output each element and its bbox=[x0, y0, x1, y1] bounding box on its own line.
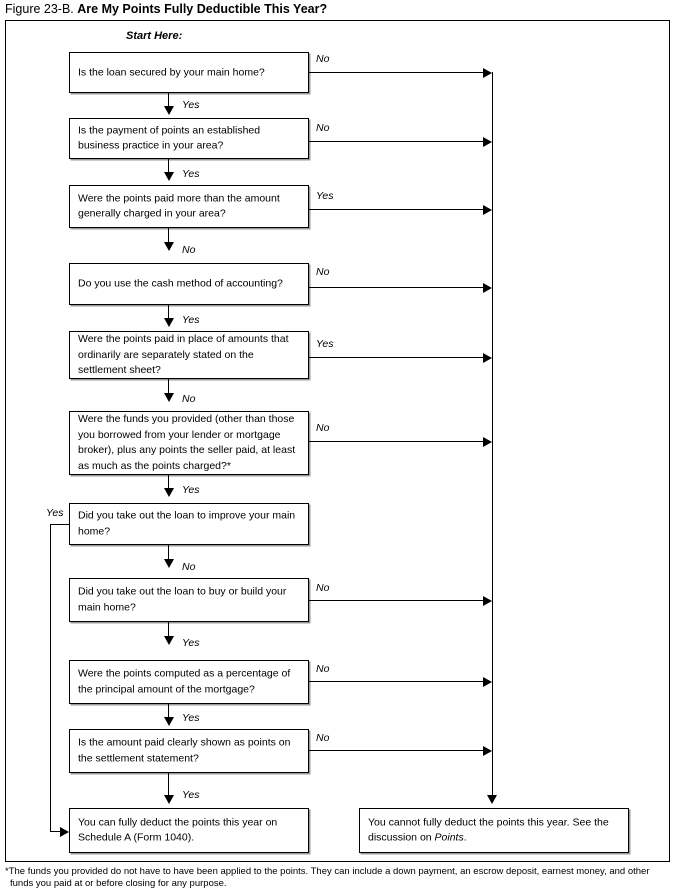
start-here-label: Start Here: bbox=[126, 30, 183, 42]
edge-q8-no-arrow bbox=[483, 596, 492, 606]
node-q2[interactable]: Is the payment of points an established … bbox=[69, 118, 309, 159]
edge-q3-yes-line bbox=[309, 209, 484, 210]
node-result-deductible-text: You can fully deduct the points this yea… bbox=[78, 816, 278, 844]
node-q5-text: Were the points paid in place of amounts… bbox=[78, 332, 289, 376]
edge-q3-no-arrow bbox=[164, 242, 174, 251]
node-q1[interactable]: Is the loan secured by your main home? bbox=[69, 52, 309, 93]
node-q5[interactable]: Were the points paid in place of amounts… bbox=[69, 331, 309, 379]
edge-label-q1-yes: Yes bbox=[182, 99, 200, 111]
result-no-text-pre: You cannot fully deduct the points this … bbox=[368, 816, 609, 844]
edge-label-q7-yes: Yes bbox=[46, 507, 64, 519]
node-q6-text: Were the funds you provided (other than … bbox=[78, 413, 296, 472]
edge-label-q8-yes: Yes bbox=[182, 637, 200, 649]
edge-q7-yes-vline bbox=[50, 524, 51, 831]
figure-name: Are My Points Fully Deductible This Year… bbox=[77, 2, 328, 16]
right-spine-line bbox=[492, 72, 493, 802]
edge-q4-yes-arrow bbox=[164, 318, 174, 327]
edge-q4-no-arrow bbox=[483, 283, 492, 293]
edge-label-q10-yes: Yes bbox=[182, 789, 200, 801]
edge-label-q8-no: No bbox=[316, 582, 330, 594]
node-q3[interactable]: Were the points paid more than the amoun… bbox=[69, 185, 309, 228]
figure-number: Figure 23-B. bbox=[5, 2, 74, 16]
edge-q9-no-arrow bbox=[483, 677, 492, 687]
edge-label-q2-yes: Yes bbox=[182, 168, 200, 180]
edge-q1-no-line bbox=[309, 72, 484, 73]
node-q8[interactable]: Did you take out the loan to buy or buil… bbox=[69, 578, 309, 622]
node-q2-text: Is the payment of points an established … bbox=[78, 124, 261, 152]
edge-q7-no-line bbox=[168, 545, 169, 561]
edge-q5-yes-line bbox=[309, 357, 484, 358]
node-result-not-deductible-text: You cannot fully deduct the points this … bbox=[368, 815, 622, 846]
edge-label-q6-yes: Yes bbox=[182, 484, 200, 496]
node-result-deductible[interactable]: You can fully deduct the points this yea… bbox=[69, 808, 309, 853]
edge-q9-no-line bbox=[309, 681, 484, 682]
edge-q3-yes-arrow bbox=[483, 205, 492, 215]
edge-q4-no-line bbox=[309, 287, 484, 288]
edge-q1-no-arrow bbox=[483, 68, 492, 78]
edge-q2-yes-arrow bbox=[164, 172, 174, 181]
edge-q5-yes-arrow bbox=[483, 353, 492, 363]
node-q4-text: Do you use the cash method of accounting… bbox=[78, 277, 283, 290]
node-q1-text: Is the loan secured by your main home? bbox=[78, 65, 265, 78]
edge-q8-yes-arrow bbox=[164, 636, 174, 645]
node-q4[interactable]: Do you use the cash method of accounting… bbox=[69, 263, 309, 305]
edge-q2-no-arrow bbox=[483, 137, 492, 147]
edge-q2-yes-line bbox=[168, 159, 169, 175]
edge-q7-yes-arrow bbox=[60, 827, 69, 837]
node-q10-text: Is the amount paid clearly shown as poin… bbox=[78, 736, 291, 765]
edge-q1-yes-arrow bbox=[164, 106, 174, 115]
footnote-line-1: *The funds you provided do not have to h… bbox=[5, 866, 650, 877]
edge-q5-no-line bbox=[168, 379, 169, 395]
edge-q3-no-line bbox=[168, 228, 169, 244]
edge-label-q5-yes: Yes bbox=[316, 338, 334, 350]
node-q7-text: Did you take out the loan to improve you… bbox=[78, 509, 296, 538]
node-result-not-deductible[interactable]: You cannot fully deduct the points this … bbox=[359, 808, 629, 853]
figure-title: Figure 23-B. Are My Points Fully Deducti… bbox=[5, 2, 327, 17]
edge-label-q3-no: No bbox=[182, 244, 196, 256]
edge-label-q6-no: No bbox=[316, 422, 330, 434]
edge-q2-no-line bbox=[309, 141, 484, 142]
edge-q10-no-line bbox=[309, 750, 484, 751]
edge-q8-yes-line bbox=[168, 622, 169, 638]
edge-q9-yes-line bbox=[168, 704, 169, 719]
edge-q10-yes-arrow bbox=[164, 795, 174, 804]
node-q3-text: Were the points paid more than the amoun… bbox=[78, 192, 280, 220]
node-q9[interactable]: Were the points computed as a percentage… bbox=[69, 660, 309, 704]
edge-q9-yes-arrow bbox=[164, 717, 174, 726]
edge-label-q4-yes: Yes bbox=[182, 314, 200, 326]
edge-q7-no-arrow bbox=[164, 559, 174, 568]
result-no-text-emphasis: Points bbox=[434, 831, 464, 844]
node-q7[interactable]: Did you take out the loan to improve you… bbox=[69, 503, 309, 545]
node-q6[interactable]: Were the funds you provided (other than … bbox=[69, 411, 309, 475]
edge-q5-no-arrow bbox=[164, 393, 174, 402]
edge-q10-yes-line bbox=[168, 773, 169, 795]
node-q9-text: Were the points computed as a percentage… bbox=[78, 667, 291, 696]
edge-label-q2-no: No bbox=[316, 122, 330, 134]
edge-q7-yes-hline-out bbox=[50, 524, 69, 525]
footnote-line-2: funds you paid at or before closing for … bbox=[10, 878, 227, 889]
node-q8-text: Did you take out the loan to buy or buil… bbox=[78, 585, 287, 614]
edge-q6-yes-arrow bbox=[164, 488, 174, 497]
edge-label-q9-yes: Yes bbox=[182, 712, 200, 724]
right-spine-arrowhead bbox=[487, 795, 497, 804]
edge-q1-yes-line bbox=[168, 93, 169, 109]
edge-q4-yes-line bbox=[168, 305, 169, 321]
edge-label-q5-no: No bbox=[182, 393, 196, 405]
edge-label-q3-yes: Yes bbox=[316, 190, 334, 202]
edge-q6-no-arrow bbox=[483, 437, 492, 447]
edge-q10-no-arrow bbox=[483, 746, 492, 756]
edge-label-q1-no: No bbox=[316, 53, 330, 65]
node-q10[interactable]: Is the amount paid clearly shown as poin… bbox=[69, 729, 309, 773]
edge-q6-yes-line bbox=[168, 475, 169, 491]
edge-label-q9-no: No bbox=[316, 663, 330, 675]
edge-label-q4-no: No bbox=[316, 266, 330, 278]
edge-q7-yes-hline-in bbox=[50, 831, 61, 832]
edge-label-q7-no: No bbox=[182, 561, 196, 573]
footnote: *The funds you provided do not have to h… bbox=[5, 866, 670, 890]
edge-q6-no-line bbox=[309, 441, 484, 442]
result-no-text-post: . bbox=[463, 831, 467, 844]
edge-label-q10-no: No bbox=[316, 732, 330, 744]
edge-q8-no-line bbox=[309, 600, 484, 601]
